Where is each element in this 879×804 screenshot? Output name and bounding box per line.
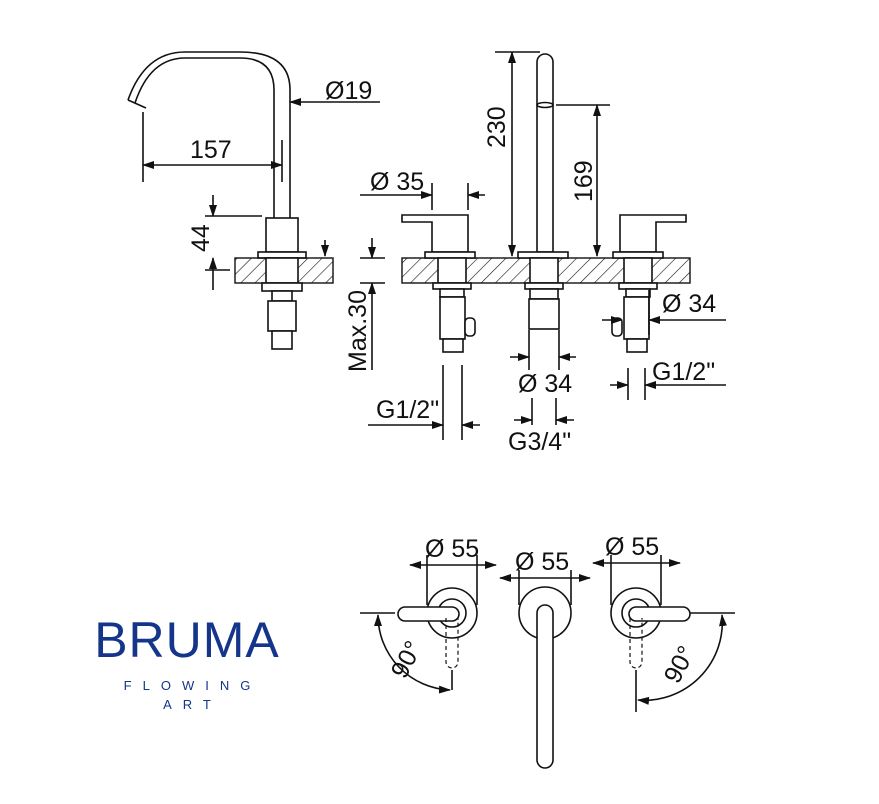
top-view-dimensions: [360, 555, 735, 712]
side-view-spout: [127, 51, 334, 350]
dim-handle-diameter: Ø 35: [370, 168, 424, 196]
dim-valve-body-diameter: Ø 34: [662, 290, 716, 318]
brand-tagline-2: ART: [163, 697, 222, 712]
three-hole-side-view: [401, 53, 691, 353]
dim-center-rosette: Ø 55: [515, 548, 569, 576]
dim-left-rosette: Ø 55: [425, 535, 479, 563]
three-hole-dimensions: [360, 51, 726, 440]
dim-right-connection: G1/2": [652, 358, 715, 386]
brand-logo: BRUMA FLOWING ART: [92, 612, 282, 712]
top-view: [397, 586, 691, 769]
brand-name: BRUMA: [94, 612, 280, 668]
dim-right-rosette: Ø 55: [605, 533, 659, 561]
dim-total-height: 230: [483, 106, 511, 148]
dim-spout-outlet-height: 169: [570, 160, 598, 202]
dim-max-counter-thickness: Max.30: [344, 290, 372, 372]
dim-center-body-diameter: Ø 34: [518, 370, 572, 398]
dim-base-height: 44: [187, 224, 215, 252]
brand-tagline-1: FLOWING: [123, 678, 262, 693]
dim-left-rotation: 90°: [386, 636, 428, 683]
dim-center-connection: G3/4": [508, 428, 571, 456]
dim-left-connection: G1/2": [376, 396, 439, 424]
side-view-dimensions: [142, 98, 380, 290]
dim-spout-pipe-diameter: Ø19: [325, 77, 372, 105]
dim-spout-reach: 157: [190, 136, 232, 164]
